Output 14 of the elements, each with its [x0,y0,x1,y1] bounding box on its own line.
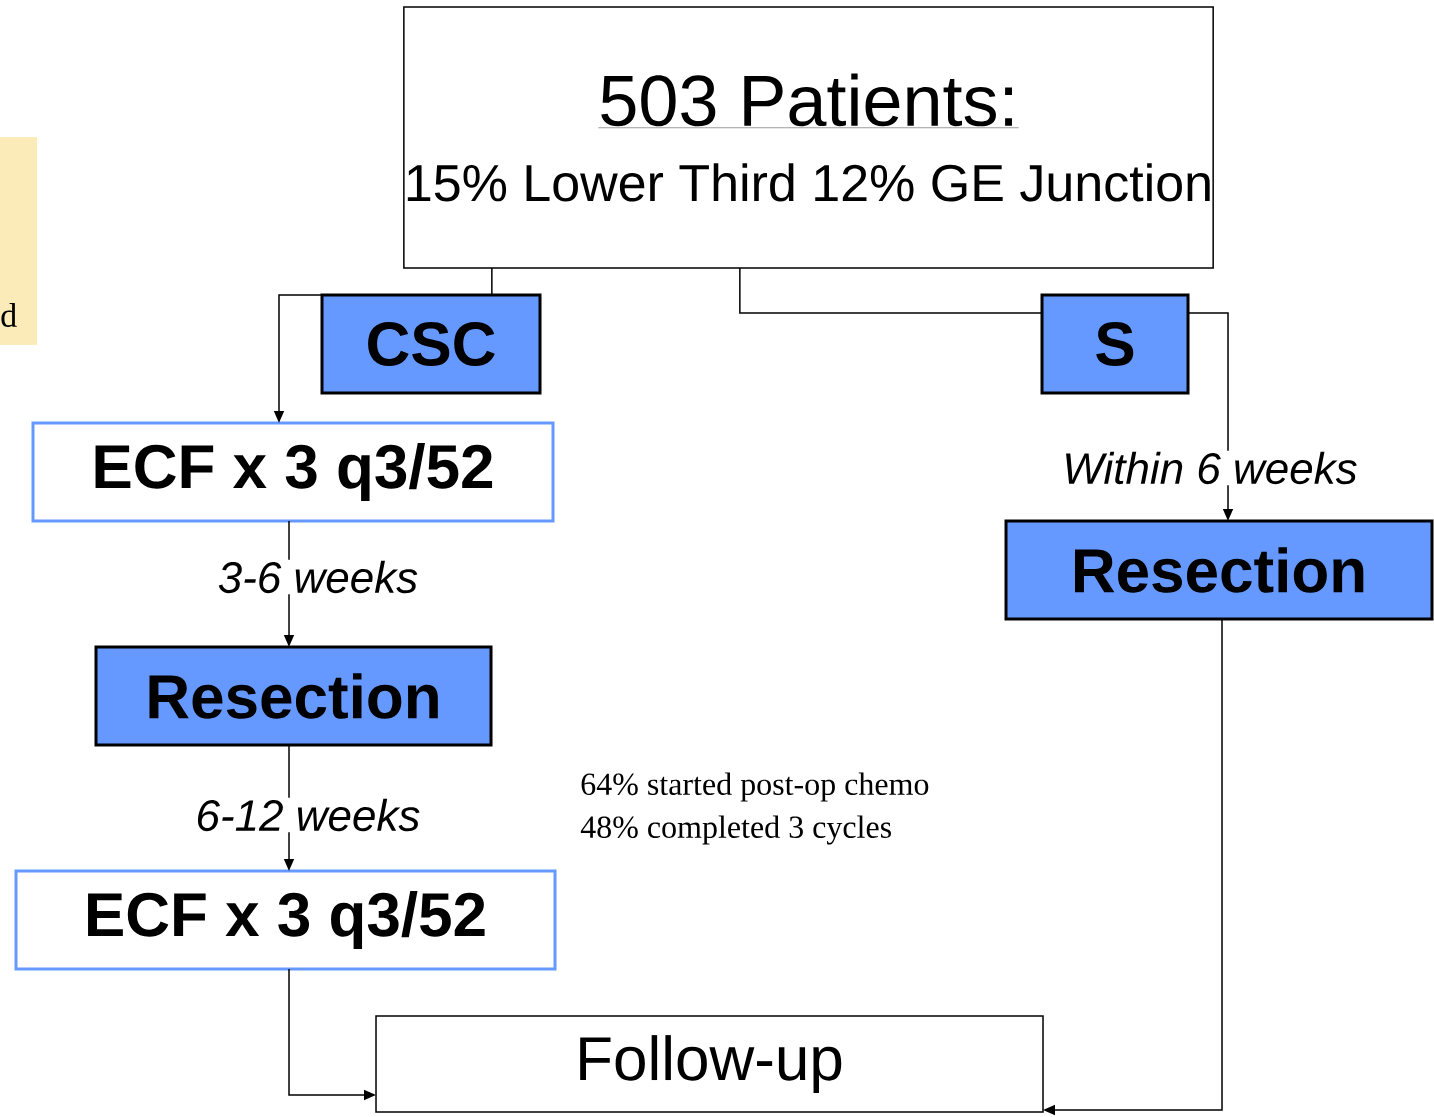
process-box: ECF x 3 q3/52 [14,869,557,971]
process-box: Resection [1004,519,1434,621]
process-box: S [1040,293,1190,395]
note-text: d [1,303,17,327]
process-box: Follow-up [375,1015,1044,1113]
patient-box: 503 Patients: 15% Lower Third 12% GE Junction [403,6,1214,269]
edge-label: 3-6 weeks [216,559,420,595]
note-text: 64% started post-op chemo [581,772,929,802]
edge-label: Within 6 weeks [1061,450,1359,486]
process-box: CSC [320,293,542,395]
edge-label: 6-12 weeks [194,797,422,833]
process-box: ECF x 3 q3/52 [31,421,555,523]
note-text: 48% completed 3 cycles [580,815,891,845]
process-box: Resection [94,645,493,747]
